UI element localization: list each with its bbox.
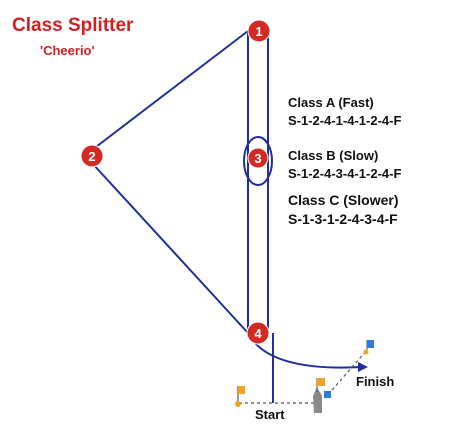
mark-2: 2 [80,144,104,168]
finish-arrowhead [358,362,368,372]
mark-1: 1 [247,19,271,43]
diagram-subtitle: 'Cheerio' [40,43,95,58]
start-line [235,378,331,413]
class-c-name: Class C (Slower) [288,192,398,208]
finish-label: Finish [356,374,394,389]
course-lines [91,30,363,403]
mark-3: 3 [247,147,269,169]
committee-boat-icon [313,378,331,413]
mark-4-label: 4 [254,326,262,341]
start-pin-flag-icon [235,386,245,407]
leg-2-to-1 [91,30,249,151]
mark-3-label: 3 [254,151,261,166]
diagram-title: Class Splitter [12,15,134,36]
finish-pin-flag-icon [363,340,374,355]
class-b-name: Class B (Slow) [288,148,378,163]
start-label: Start [255,407,285,422]
class-c-sequence: S-1-3-1-2-4-3-4-F [288,211,398,227]
class-b-sequence: S-1-2-4-3-4-1-2-4-F [288,166,401,181]
mark-4: 4 [246,321,270,345]
mark-3-rounding [243,136,273,186]
leg-2-to-4 [91,162,249,334]
class-a-sequence: S-1-2-4-1-4-1-2-4-F [288,113,401,128]
mark-2-label: 2 [88,149,95,164]
class-a-name: Class A (Fast) [288,95,374,110]
class-list: Class A (Fast) S-1-2-4-1-4-1-2-4-F Class… [288,95,401,227]
mark-1-label: 1 [255,24,262,39]
finish-line [331,340,374,391]
